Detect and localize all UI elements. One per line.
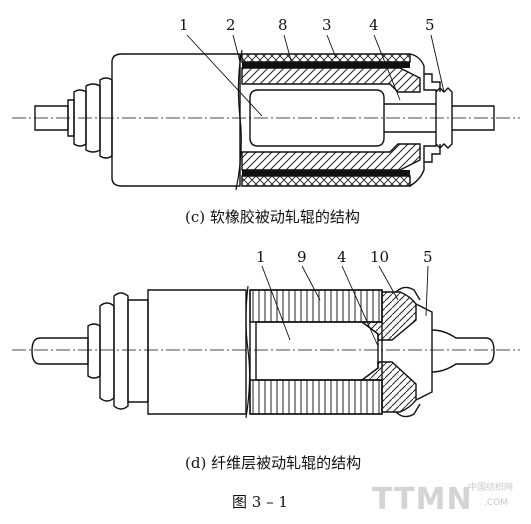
fiber-outline-d: [249, 289, 383, 415]
roller-body-d: [147, 289, 247, 415]
watermark-main: TTMN: [372, 482, 473, 517]
leader-c-5: [430, 34, 445, 93]
left-flange-d3: [113, 292, 129, 410]
layer8-bottom-c: [242, 170, 410, 176]
leader-c-1: [186, 34, 263, 117]
seal-bottom-c: [424, 144, 441, 163]
callout-c-1: 1: [179, 16, 189, 34]
callout-c-8: 8: [278, 16, 288, 34]
roller-c: [12, 49, 520, 191]
callout-d-4: 4: [337, 248, 347, 266]
rubber-bottom-c: [241, 175, 411, 187]
watermark-sub-bottom: .COM: [484, 498, 508, 508]
end-cap-bottom-d: [359, 361, 417, 413]
left-flange-d2: [99, 302, 115, 402]
seal-top-c: [424, 73, 441, 92]
leader-d-1: [261, 265, 291, 341]
fiber-bottom-d: [249, 379, 383, 415]
callout-c-5: 5: [425, 16, 435, 34]
ring-bottom-d: [395, 403, 421, 418]
leader-c-3: [326, 34, 337, 59]
fiber-top-d: [249, 289, 383, 323]
inner-shaft-c: [249, 89, 385, 147]
leader-c-4: [373, 34, 401, 101]
roller-body-c: [111, 53, 241, 187]
watermark-logo: TTMN 中国纺织网 .COM: [372, 478, 530, 518]
collar-d: [415, 303, 433, 401]
right-shaft-d: [431, 329, 495, 373]
callout-c-3: 3: [322, 16, 332, 34]
leader-d-4: [341, 265, 379, 347]
break-line-d: [245, 285, 251, 419]
callout-c-4: 4: [369, 16, 379, 34]
end-cap-c: [409, 53, 437, 187]
callout-d-5: 5: [423, 248, 433, 266]
caption-d: (d) 纤维层被动轧辊的结构: [185, 454, 362, 472]
sleeve-bottom-c: [241, 143, 421, 171]
leaders-d: [261, 265, 429, 347]
leader-c-2: [232, 34, 241, 63]
leader-c-8: [283, 34, 293, 65]
roller-d: [12, 285, 520, 419]
right-shaft-c: [452, 105, 495, 131]
caption-c: (c) 软橡胶被动轧辊的结构: [185, 208, 360, 226]
ring-top-d: [395, 286, 421, 301]
leaders-c: [186, 34, 445, 117]
break-line-c: [235, 49, 243, 191]
leader-d-5: [425, 265, 429, 317]
leader-d-9: [301, 265, 321, 301]
callout-c-2: 2: [226, 16, 236, 34]
left-flange-d1: [87, 323, 101, 379]
sleeve-top-c: [241, 67, 421, 93]
left-shaft-d: [31, 337, 89, 365]
callout-d-9: 9: [297, 248, 307, 266]
nut-c: [435, 87, 453, 149]
callout-d-10: 10: [370, 248, 390, 266]
leader-d-10: [378, 265, 399, 301]
watermark-sub-top: 中国纺织网: [468, 483, 514, 493]
left-flange-d4: [127, 299, 149, 403]
callout-d-1: 1: [256, 248, 266, 266]
figure-label: 图 3 – 1: [232, 493, 288, 511]
end-cap-top-d: [359, 291, 417, 341]
layer8-top-c: [242, 62, 410, 68]
inner-shaft-d: [255, 321, 379, 381]
